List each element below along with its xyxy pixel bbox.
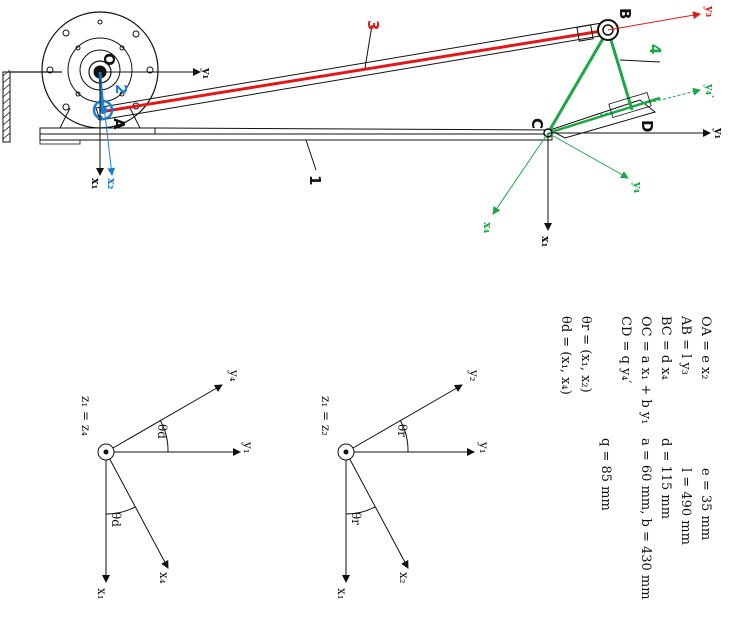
eq-d: d = 115 mm [658, 438, 673, 519]
eq-q: q = 85 mm [598, 438, 613, 511]
angle-d-x1: x₁ [95, 588, 109, 600]
angle-r-y1: y₁ [477, 441, 491, 454]
axis-x4: x₄ [481, 222, 494, 234]
angle-d-y1: y₁ [241, 441, 255, 454]
axis-x1-motor: x₁ [89, 178, 102, 190]
eq-cd: CD = q y₄′ [618, 316, 633, 384]
angle-r-x1: x₁ [335, 588, 349, 600]
eq-bc: BC = d x₄ [658, 316, 673, 380]
axis-y4: y₄ [631, 181, 644, 193]
label-point-D: D [638, 120, 656, 132]
angle-r-y2: y₂ [467, 369, 481, 382]
label-part-1: 1 [306, 175, 324, 185]
axis-x1-right: x₁ [539, 236, 552, 248]
frame-axes [96, 11, 711, 231]
eq-e: e = 35 mm [698, 468, 713, 540]
motor-housing [41, 11, 159, 129]
label-part-4: 4 [646, 44, 664, 54]
axis-y1-right: y₁ [712, 127, 725, 139]
eq-ab: AB = l y₃ [678, 315, 693, 375]
angle-r-theta-top: θr [395, 424, 409, 437]
angle-r-z: z₁ = z₂ [319, 396, 333, 436]
angle-diagram-r: z₁ = z₂ y₂ y₁ x₁ x₂ θr θr [319, 369, 491, 600]
base-link-1 [39, 127, 553, 145]
angle-r-x2: x₂ [397, 572, 411, 584]
ground-wall [2, 69, 62, 143]
eq-theta-r: θr = (x₁, x₂) [578, 316, 593, 393]
eq-l: l = 490 mm [678, 468, 693, 545]
eq-a-b: a = 60 mm, b = 430 mm [638, 438, 653, 600]
label-point-B: B [616, 8, 634, 19]
angle-d-theta-bottom: θd [109, 512, 123, 527]
eq-oa: OA = e x₂ [698, 316, 713, 380]
axis-y3: y₃ [703, 5, 716, 17]
axis-labels: y₁ x₁ x₂ y₁ x₁ y₃ y₄ x₄ y₄′ [89, 5, 725, 248]
angle-d-y4: y₄ [227, 369, 241, 382]
angle-diagram-d: z₁ = z₄ y₄ y₁ x₁ x₄ θd θd [79, 369, 255, 600]
eq-oc: OC = a x₁ + b y₁ [638, 316, 653, 424]
axis-y1-motor: y₁ [200, 67, 213, 79]
equations-block: OA = e x₂ AB = l y₃ BC = d x₄ OC = a x₁ … [558, 315, 713, 600]
angle-d-theta-top: θd [155, 424, 169, 439]
axis-x2: x₂ [105, 178, 118, 190]
link-4 [546, 29, 661, 139]
angle-d-z: z₁ = z₄ [79, 396, 93, 436]
label-point-O: O [100, 53, 118, 66]
link-3 [95, 21, 613, 121]
label-part-2: 2 [112, 84, 130, 94]
point-labels: 3 1 2 4 O A B C D [100, 8, 664, 185]
angle-r-theta-bottom: θr [349, 512, 363, 525]
axis-y4-prime: y₄′ [703, 83, 716, 98]
angle-d-x4: x₄ [157, 572, 171, 584]
label-point-A: A [110, 118, 128, 130]
leader-lines [305, 24, 373, 171]
label-point-C: C [528, 118, 546, 129]
eq-theta-d: θd = (x₁, x₄) [558, 316, 573, 395]
label-part-3: 3 [364, 20, 382, 30]
